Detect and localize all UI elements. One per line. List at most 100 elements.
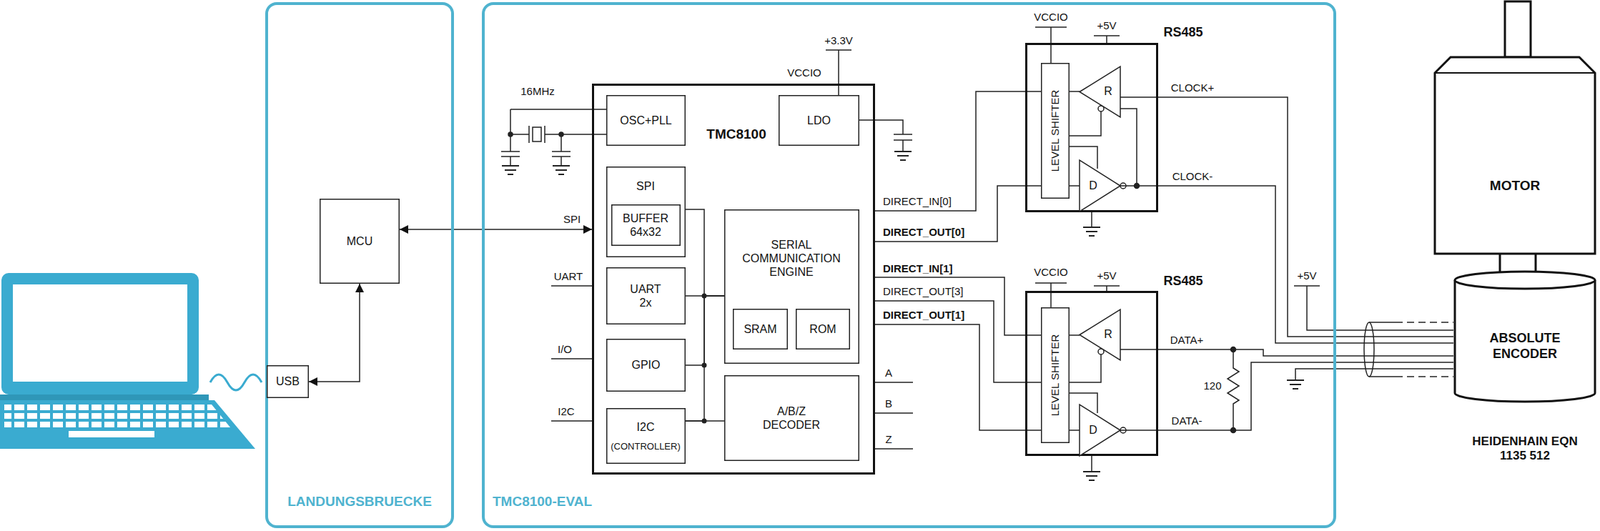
connector: [685, 420, 725, 422]
connector: [1120, 185, 1454, 344]
transceiver-wiring: [1035, 283, 1120, 472]
laptop-icon: [12, 284, 188, 382]
crystal-circuit: [501, 165, 520, 175]
pin-label: I2C: [556, 405, 576, 418]
motor-shaft: [1504, 1, 1531, 58]
transceiver-wiring: [1069, 111, 1101, 169]
block-box: LDO: [778, 95, 860, 146]
connector: [1120, 97, 1454, 337]
connector: [685, 295, 725, 422]
board-panel: LANDUNGSBRUECKE MCU USB: [265, 2, 454, 529]
signal-label: DIRECT_IN[1]: [881, 262, 955, 275]
cable: [1364, 322, 1454, 377]
pin-label: +5V: [1095, 269, 1118, 282]
connector: [399, 228, 592, 231]
motor-body: MOTOR: [1433, 55, 1597, 256]
node-label: I2C: [636, 420, 655, 434]
connector: [875, 185, 1041, 242]
connector: [685, 295, 725, 366]
node-label: LEVEL SHIFTER: [1048, 90, 1062, 172]
signal-label: DATA-: [1170, 414, 1204, 427]
node-label: (CONTROLLER): [610, 441, 681, 453]
cable: [1364, 322, 1375, 377]
encoder-outline: [1454, 271, 1595, 289]
transceiver-wiring: [1035, 27, 1120, 228]
node-label: LEVEL SHIFTER: [1048, 334, 1062, 417]
connector: [685, 209, 725, 296]
triangle-outline: [1079, 309, 1121, 361]
receiver-triangle: R: [1079, 309, 1121, 361]
driver-triangle: D: [1079, 160, 1121, 212]
memory-box: SRAM: [732, 308, 788, 350]
memory-box: ROM: [795, 308, 851, 350]
node-label: SPI: [636, 179, 655, 194]
pin-label: I/O: [556, 343, 574, 356]
motor-outline: [1434, 72, 1595, 74]
buffer-box: BUFFER 64x32: [611, 204, 681, 246]
node-label: BUFFER 64x32: [616, 211, 675, 239]
encoder-outline: [1454, 280, 1595, 402]
signal-label: DIRECT_OUT[1]: [881, 308, 966, 322]
node-label: ABSOLUTE ENCODER: [1474, 331, 1575, 362]
pin-label: Z: [883, 433, 893, 446]
node-label: MCU: [346, 234, 373, 249]
driver-triangle: D: [1079, 404, 1121, 457]
block-box: OSC+PLL: [606, 95, 686, 146]
signal-label: CLOCK+: [1169, 81, 1216, 94]
ldo-supply: [894, 151, 912, 161]
resistor-symbol: [1227, 349, 1239, 431]
pin-label: 120: [1201, 379, 1223, 392]
pin-label: +3.3V: [822, 34, 855, 47]
node-label: D: [1088, 178, 1098, 193]
block-box: GPIO: [606, 338, 686, 392]
decoder-box: A/B/Z DECODER: [724, 375, 860, 462]
mcu-box: MCU: [319, 198, 400, 284]
triangle-outline: [1079, 160, 1121, 212]
triangle-outline: [1079, 66, 1121, 118]
pin-label: B: [883, 397, 894, 410]
crystal-circuit: [559, 132, 564, 137]
connector: [875, 300, 1041, 383]
connector: [875, 277, 1041, 336]
connector: [1120, 362, 1454, 431]
pin-label: UART: [552, 270, 585, 283]
node-label: R: [1103, 84, 1113, 98]
pin-label: A: [883, 366, 894, 379]
crystal-circuit: [552, 165, 570, 175]
signal-label: DIRECT_OUT[0]: [881, 225, 966, 239]
transceiver-box: RS485LEVEL SHIFTERRD: [1025, 290, 1159, 457]
triangle-outline: [1079, 404, 1121, 457]
transceiver-wiring: [1069, 354, 1101, 414]
pin-label: VCCIO: [1032, 265, 1070, 279]
node-label: RS485: [1163, 273, 1203, 290]
cable: [1406, 322, 1454, 377]
laptop-icon: [68, 431, 155, 438]
level-shifter: LEVEL SHIFTER: [1040, 62, 1070, 199]
connector: [1069, 185, 1080, 187]
node-label: A/B/Z DECODER: [752, 404, 831, 432]
laptop-icon: [1, 273, 199, 395]
pin-label: VCCIO: [1032, 10, 1070, 23]
node-label: D: [1088, 423, 1098, 437]
block-box: SPI BUFFER 64x32: [606, 166, 686, 258]
transceiver-wiring: [1083, 227, 1101, 236]
node-label: RS485: [1163, 25, 1203, 41]
signal-label: DIRECT_IN[0]: [881, 195, 953, 208]
transceiver-box: RS485LEVEL SHIFTERRD: [1025, 42, 1159, 213]
node-label: USB: [275, 374, 300, 389]
laptop-icon: [0, 273, 256, 449]
connector: [1069, 334, 1080, 337]
node-label: LANDUNGSBRUECKE: [287, 494, 432, 511]
crystal-circuit: [501, 109, 607, 166]
laptop-icon: [0, 400, 256, 449]
resistor-symbol: [1227, 347, 1239, 434]
pin-label: +5V: [1295, 269, 1318, 282]
encoder-supply: [1286, 380, 1305, 389]
node-label: GPIO: [631, 358, 660, 372]
transceiver-wiring: [1120, 108, 1137, 186]
encoder-supply: [1286, 285, 1454, 389]
signal-label: DIRECT_OUT[3]: [881, 285, 966, 298]
io-wires: [875, 382, 913, 449]
encoder-body: ABSOLUTE ENCODERHEIDENHAIN EQN 1135 512: [1453, 270, 1597, 404]
